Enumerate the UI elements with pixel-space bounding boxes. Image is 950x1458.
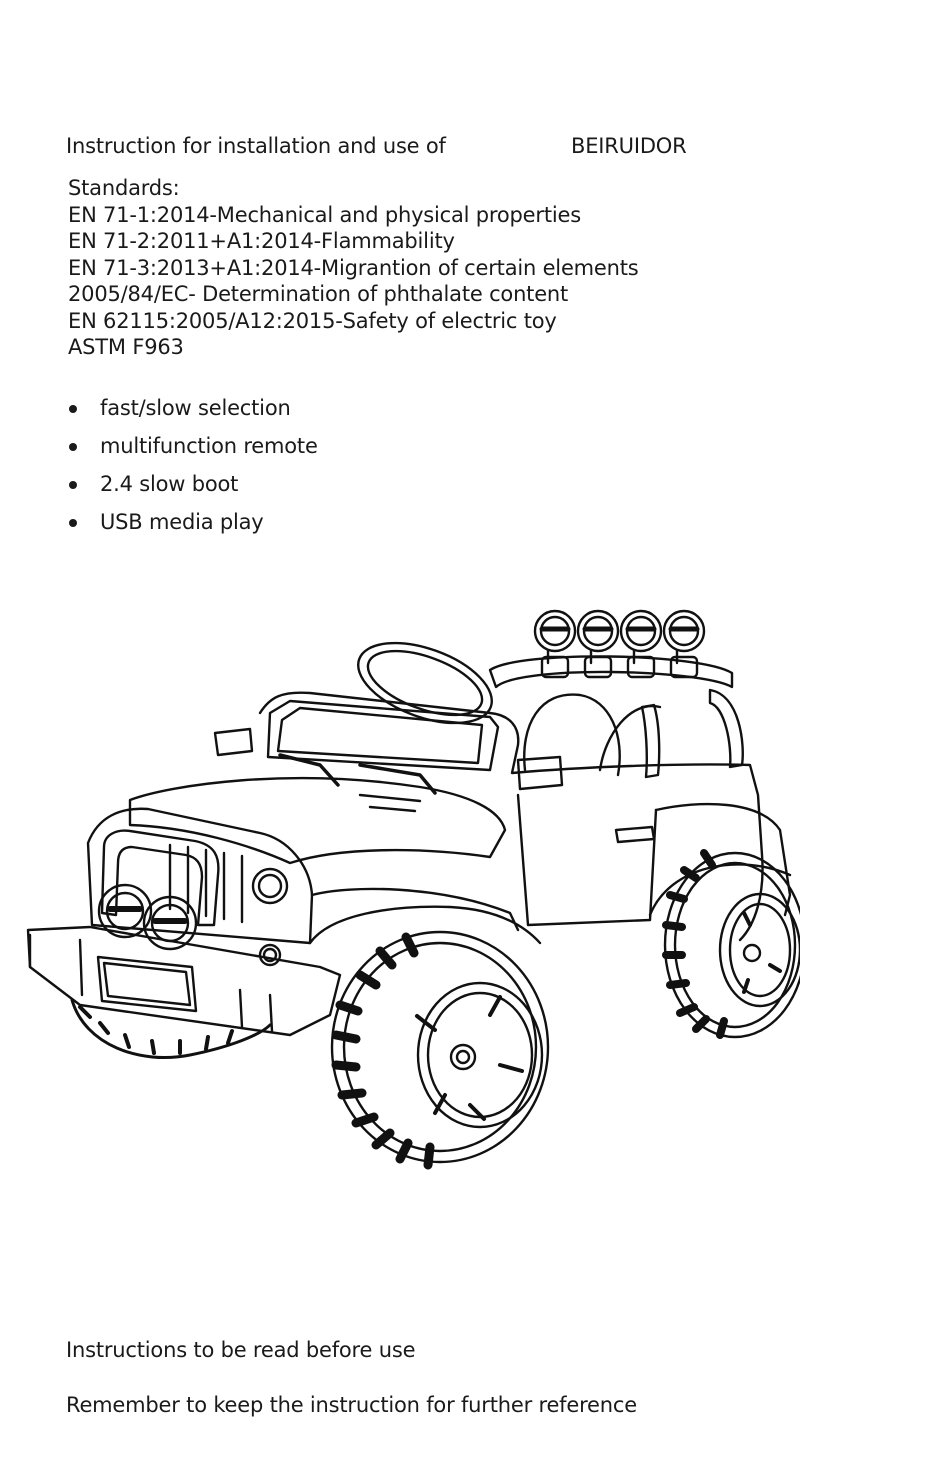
standard-item: EN 71-2:2011+A1:2014-Flammability <box>68 229 455 253</box>
standard-item: EN 71-3:2013+A1:2014-Migrantion of certa… <box>68 255 639 280</box>
standard-item: EN 71-1:2014-Mechanical and physical pro… <box>68 202 581 227</box>
standards-block: Standards: EN 71-1:2014-Mechanical and p… <box>68 175 639 361</box>
front-wheel <box>330 930 550 1170</box>
standard-item: EN 62115:2005/A12:2015-Safety of electri… <box>68 308 557 333</box>
roof-lights <box>533 609 706 679</box>
feature-label: multifunction remote <box>100 434 318 458</box>
feature-item: multifunction remote <box>66 432 318 470</box>
feature-label: USB media play <box>100 510 264 534</box>
bullet-icon <box>69 481 77 489</box>
feature-label: fast/slow selection <box>100 396 291 420</box>
standard-item: ASTM F963 <box>68 335 184 359</box>
feature-item: 2.4 slow boot <box>66 470 318 508</box>
document-title: Instruction for installation and use of <box>66 134 446 158</box>
feature-item: fast/slow selection <box>66 394 318 432</box>
standards-heading: Standards: <box>68 176 180 200</box>
standard-item: 2005/84/EC- Determination of phthalate c… <box>68 282 569 306</box>
brand-name: BEIRUIDOR <box>571 134 687 158</box>
bullet-icon <box>69 405 77 413</box>
bullet-icon <box>69 519 77 527</box>
read-before-use-notice: Instructions to be read before use <box>66 1338 416 1362</box>
ride-on-jeep-icon <box>26 609 800 1170</box>
feature-label: 2.4 slow boot <box>100 472 239 496</box>
rear-wheel <box>662 849 800 1039</box>
feature-item: USB media play <box>66 508 318 546</box>
feature-list: fast/slow selection multifunction remote… <box>66 394 318 546</box>
bullet-icon <box>69 443 77 451</box>
keep-instructions-notice: Remember to keep the instruction for fur… <box>66 1393 637 1417</box>
